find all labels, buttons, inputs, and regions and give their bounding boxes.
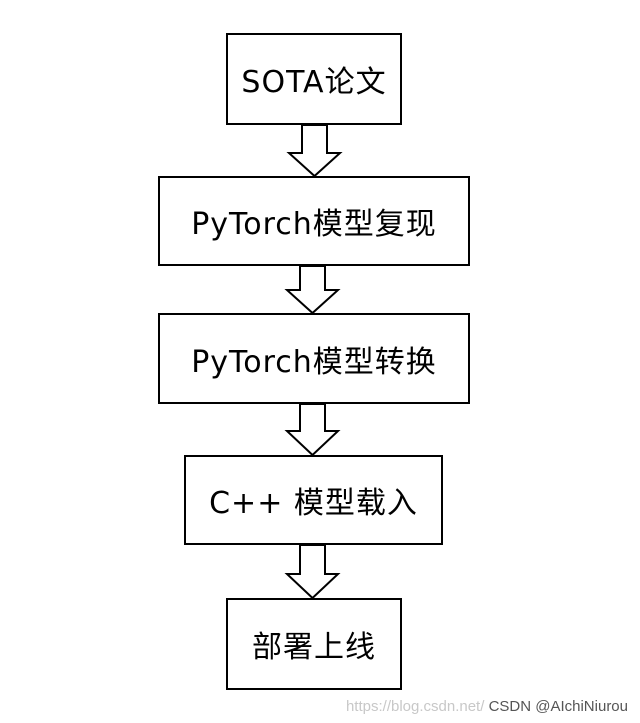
step-deploy: 部署上线	[226, 598, 402, 690]
watermark: https://blog.csdn.net/ CSDN @AIchiNiurou	[346, 698, 628, 715]
arrow-down-1	[286, 124, 343, 178]
watermark-url: https://blog.csdn.net/	[345, 698, 485, 715]
step-sota-paper: SOTA论文	[226, 33, 402, 125]
arrow-down-4	[284, 544, 341, 600]
step-pytorch-convert: PyTorch模型转换	[158, 313, 470, 404]
arrow-down-2	[284, 265, 341, 315]
watermark-author: CSDN @AIchiNiurou	[488, 698, 628, 715]
step-cpp-load: C++ 模型载入	[184, 455, 443, 545]
step-pytorch-reproduce: PyTorch模型复现	[158, 176, 470, 266]
arrow-down-3	[284, 403, 341, 457]
